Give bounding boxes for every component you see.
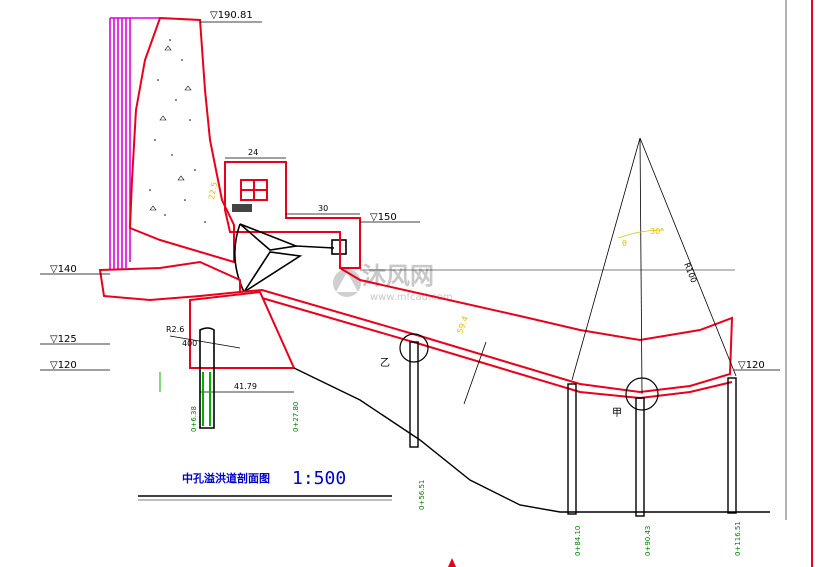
station-2: 0+27.80 [292,402,300,432]
slope-length: 59.4 [455,315,470,335]
station-1: 0+6.38 [190,406,198,432]
radial-gate [234,223,347,293]
elev-150: ▽150 [370,212,397,223]
elev-120-left: ▽120 [50,360,77,371]
callout-jia: 甲 [612,408,622,419]
elevation-markers [40,21,780,371]
elev-125: ▽125 [50,334,77,345]
section-marker-icon [448,558,456,567]
platform-140 [98,260,241,302]
small-400: 400 [182,339,197,348]
elev-140: ▽140 [50,264,77,275]
ledge-width: 30 [318,204,328,213]
ground-line [293,367,770,513]
callout-yi: 乙 [380,357,390,369]
piers [409,341,737,517]
concrete-fill [149,39,206,223]
station-3: 0+56.51 [418,480,426,510]
drainage-pipe [159,327,215,429]
elev-120-right: ▽120 [738,360,765,371]
radius-construction [571,137,737,395]
gate-width: 24 [248,148,258,157]
watermark-url: www.mfcad.com [370,292,453,303]
spillway-chute [239,232,734,394]
station-4: 0+84.10 [574,526,582,556]
arc-radius: R100 [682,261,698,284]
title-text: 中孔溢洪道剖面图 [182,471,270,485]
angle-b: 30° [650,227,664,236]
station-5: 0+90.43 [644,526,652,556]
radius-small: R2.6 [166,325,184,334]
drawing-title: 中孔溢洪道剖面图 1:500 [138,468,392,501]
base-length: 41.79 [234,382,257,391]
title-scale: 1:500 [292,468,346,489]
callout-yi-circle [399,333,429,363]
station-6: 0+116.51 [734,521,742,556]
watermark-name: 沐风网 [362,262,434,290]
watermark: 沐风网 www.mfcad.com [333,262,453,303]
gate-house [224,161,361,269]
station-labels: 0+6.38 0+27.80 0+56.51 0+84.10 0+90.43 0… [190,402,742,556]
chute-bottom [261,297,733,400]
dam-body [128,16,235,264]
dimension-lines [169,157,360,393]
elev-top: ▽190.81 [210,10,253,21]
angle-a: θ [622,239,627,248]
yellow-dimension: 22.5 [207,181,219,200]
